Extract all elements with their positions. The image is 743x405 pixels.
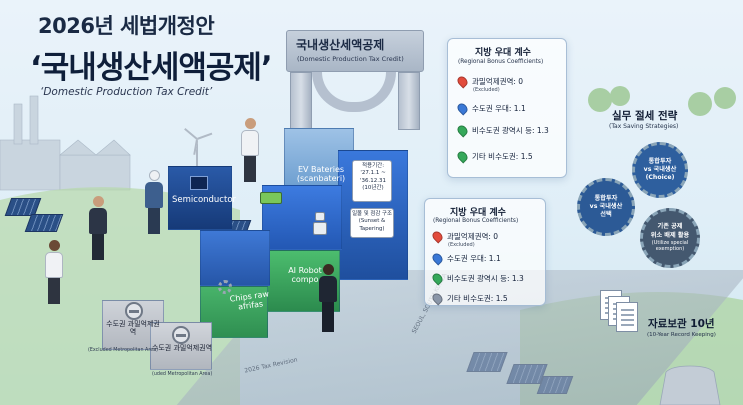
map-pin-icon <box>455 123 470 138</box>
bonus-item: 과밀억제권역: 0 <box>455 74 523 89</box>
sunset-text: 일몰 및 점감 구조 (Sunset & Tapering) <box>352 211 392 233</box>
stop-icon <box>125 302 143 320</box>
battery-icon <box>260 192 282 204</box>
excluded-en-1: (Excluded Metropolitan Area) <box>88 348 158 353</box>
sunset-sign <box>350 208 394 238</box>
bonus-note: (Excluded) <box>448 242 475 248</box>
map-pin-icon <box>430 271 445 286</box>
strategy-subtitle: (Tax Saving Strategies) <box>609 123 679 130</box>
strategy-gear-2: 통합투자 vs 국내생산 (Choice) <box>632 142 688 198</box>
stop-icon <box>172 326 190 344</box>
card-title: 지방 우대 계수 <box>450 208 506 218</box>
page-title: ‘국내생산세액공제’ <box>30 50 273 86</box>
period-years: (10년간) <box>362 185 384 192</box>
sunset-label: 일몰 및 점감 구조 <box>352 211 392 217</box>
period-text: 적용기간: '27.1.1 ~ '36.12.31 (10년간) <box>356 163 390 193</box>
person-woman-tablet <box>318 264 338 332</box>
strategy-title: 실무 절세 전략 <box>612 110 678 122</box>
card-subtitle: (Regional Bonus Coefficients) <box>433 218 519 224</box>
page-subtitle: ‘Domestic Production Tax Credit’ <box>40 86 213 98</box>
bonus-coefficients-card-bottom: 지방 우대 계수 (Regional Bonus Coefficients) 과… <box>424 198 546 306</box>
excluded-label-2: 수도권 과밀억제권역 <box>151 344 213 352</box>
period-sign <box>352 160 392 202</box>
period-range: '27.1.1 ~ '36.12.31 <box>359 170 386 184</box>
bonus-item: 기타 비수도권: 1.5 <box>430 291 508 306</box>
document-icon <box>616 302 638 332</box>
step-blue-middle <box>262 185 342 250</box>
bonus-item: 비수도권 광역시 등: 1.3 <box>430 271 524 286</box>
card-subtitle: (Regional Bonus Coefficients) <box>458 59 544 65</box>
map-pin-icon <box>455 149 470 164</box>
person-engineer <box>144 170 164 234</box>
gear-icon <box>218 280 232 294</box>
arch-pillar-left <box>290 72 312 130</box>
arch-title: 국내생산세액공제 <box>296 38 385 52</box>
excluded-label-1: 수도권 과밀억제권역 <box>106 320 160 337</box>
bonus-item: 기타 비수도권: 1.5 <box>455 149 533 164</box>
card-title: 지방 우대 계수 <box>475 48 531 58</box>
sunset-label-en: (Sunset & Tapering) <box>358 218 386 232</box>
bonus-note: (Excluded) <box>473 87 500 93</box>
bonus-item: 수도권 우대: 1.1 <box>430 251 501 266</box>
chip-icon <box>190 176 208 190</box>
strategy-gear-1: 통합투자 vs 국내생산 선택 <box>577 178 635 236</box>
map-pin-icon <box>455 74 470 89</box>
period-label: 적용기간: <box>361 163 385 169</box>
map-pin-icon <box>430 251 445 266</box>
person-businessman <box>44 240 64 304</box>
bonus-coefficients-card-top: 지방 우대 계수 (Regional Bonus Coefficients) 과… <box>447 38 567 178</box>
step-blue-lower <box>200 230 270 286</box>
arch-pillar-right <box>398 72 420 130</box>
page-title-year: 2026년 세법개정안 <box>38 14 215 38</box>
sector-ai-robot: AI Robot compo <box>288 266 322 285</box>
solar-panel-icon <box>24 214 64 232</box>
bonus-item: 수도권 우대: 1.1 <box>455 101 526 116</box>
bonus-item: 과밀억제권역: 0 <box>430 229 498 244</box>
excluded-en-2: (uded Metropolitan Area) <box>152 372 213 377</box>
strategy-gear-3: 기존 공제 위소 배제 활용 (Utilize special exemptio… <box>640 208 700 268</box>
sector-ev-batteries: EV Bateries (scanbateri) <box>296 165 346 184</box>
records-title: 자료보관 10년 <box>648 318 715 330</box>
records-subtitle: (10-Year Record Keeping) <box>647 332 716 338</box>
arch-title-en: (Domestic Production Tax Credit) <box>297 55 404 63</box>
bonus-item: 비수도권 광역시 등: 1.3 <box>455 123 549 138</box>
robot-icon <box>312 212 328 236</box>
arch-banner <box>286 30 424 72</box>
map-pin-icon <box>430 229 445 244</box>
person-businesswoman <box>88 196 108 260</box>
person-presenter <box>240 118 260 182</box>
map-pin-icon <box>455 101 470 116</box>
map-pin-icon <box>430 291 445 306</box>
sector-semiconductor: Semiconductor <box>172 195 237 205</box>
